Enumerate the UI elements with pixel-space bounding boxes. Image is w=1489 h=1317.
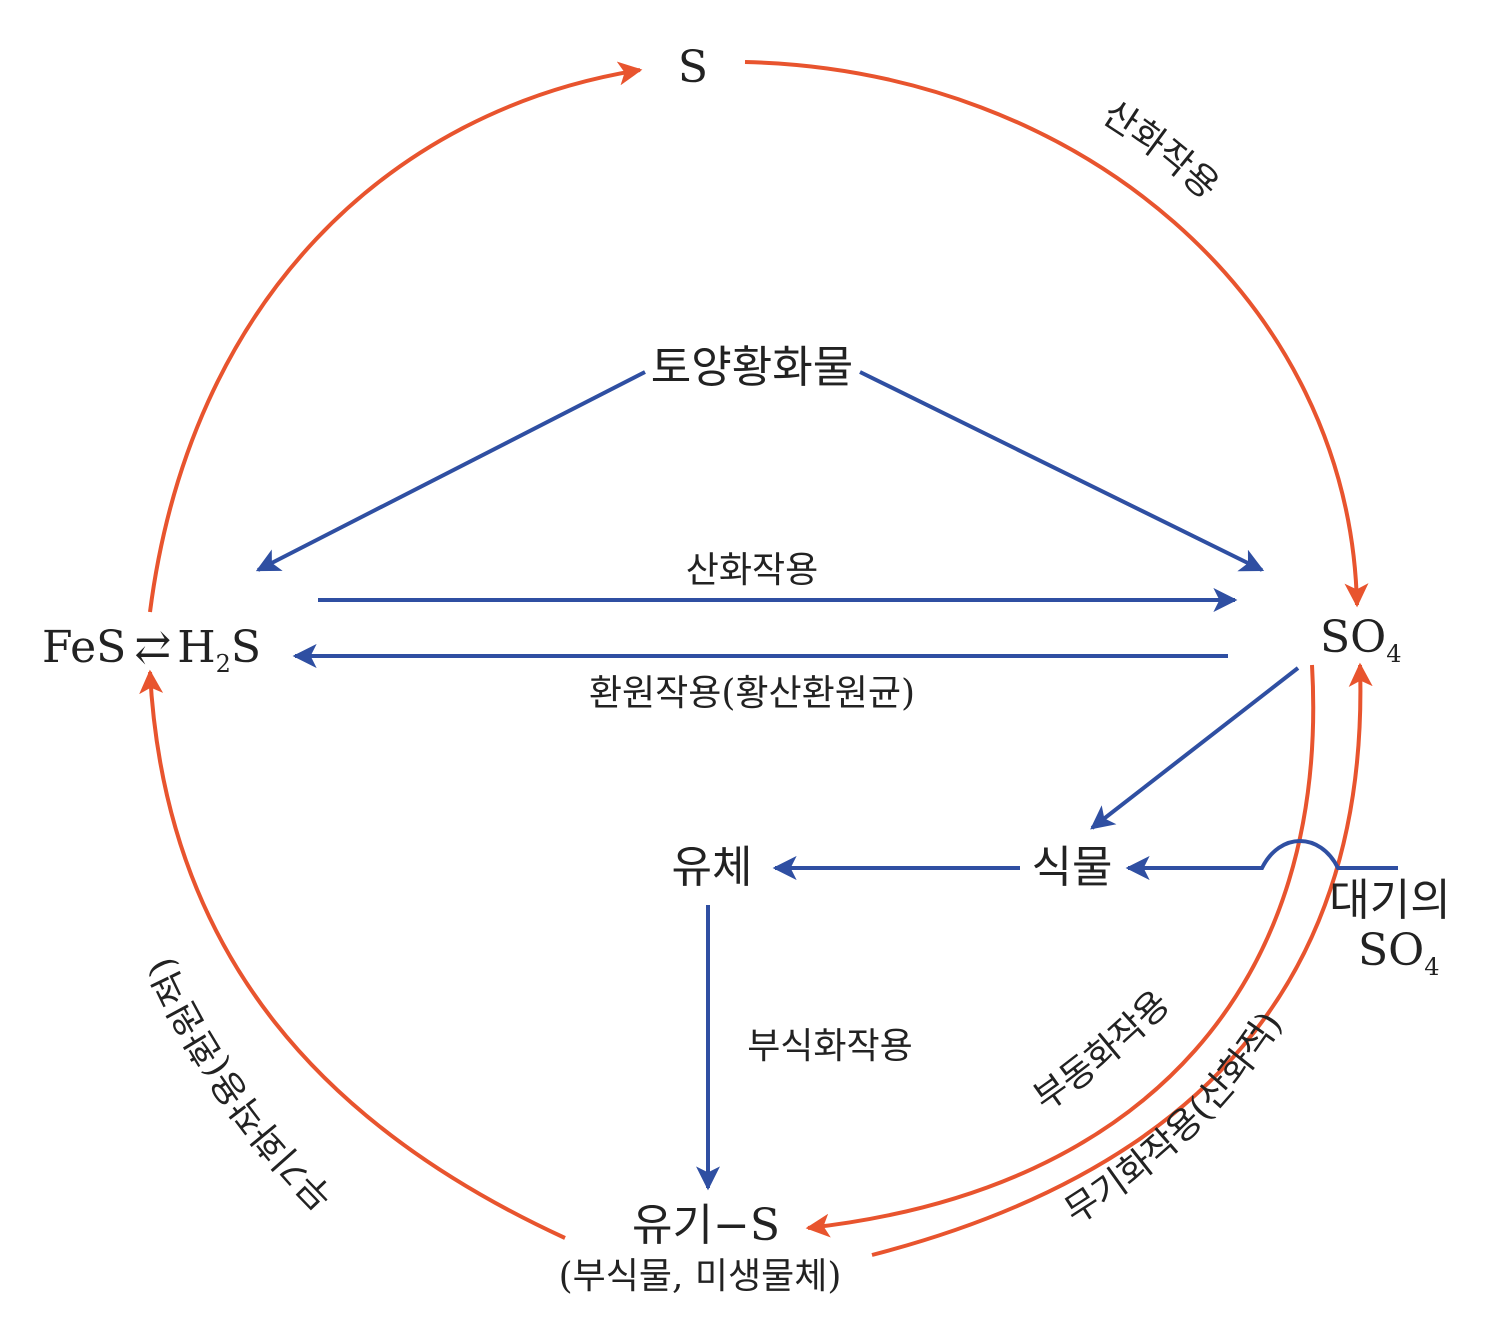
fes-label: FeS xyxy=(42,622,126,673)
node-organic-s-note: (부식물, 미생물체) xyxy=(559,1256,842,1297)
node-organic-s: 유기−S xyxy=(632,1200,780,1251)
label-oxidation-top: 산화작용 xyxy=(1095,93,1226,208)
arrow-organic-to-h2s xyxy=(139,669,566,1240)
arrow-organic-to-so4 xyxy=(871,662,1373,1257)
label-mineralization-reductive-path: 무기화작용(환원적) xyxy=(140,951,341,1217)
h2s-subscript: 2 xyxy=(216,650,231,678)
node-fes-h2s: FeS⇄H2S xyxy=(42,622,261,678)
node-animal: 유체 xyxy=(672,842,753,893)
label-oxidation-mid: 산화작용 xyxy=(686,550,818,591)
arrow-s-to-so4 xyxy=(744,60,1369,608)
node-soil-sulfide: 토양황화물 xyxy=(651,342,853,393)
node-so4: SO4 xyxy=(1320,612,1402,668)
label-reduction-mid: 환원작용(황산환원균) xyxy=(589,673,915,714)
label-humification: 부식화작용 xyxy=(747,1026,913,1067)
label-immobilization-path: 부동화작용 xyxy=(1027,983,1179,1119)
atm-so4-subscript: 4 xyxy=(1424,953,1439,981)
label-mineralization-reductive: 무기화작용(환원적) xyxy=(140,951,341,1217)
arrow-soil-to-h2s xyxy=(255,370,646,572)
arrow-atm-to-plant xyxy=(1125,839,1398,880)
arrow-h2s-to-s xyxy=(148,61,643,613)
label-oxidation-top-path: 산화작용 xyxy=(1095,93,1226,208)
node-s: S xyxy=(678,42,708,93)
node-atmospheric-so4: SO4 xyxy=(1358,925,1440,981)
arrow-soil-to-so4 xyxy=(859,370,1265,572)
arrow-so4-to-plant xyxy=(1090,666,1300,830)
label-immobilization: 부동화작용 xyxy=(1027,983,1179,1119)
node-plant: 식물 xyxy=(1032,842,1113,893)
arrow-so4-to-organic xyxy=(805,664,1316,1238)
equilibrium-symbol: ⇄ xyxy=(134,622,171,673)
node-atmospheric-label: 대기의 xyxy=(1329,875,1450,926)
h2s-tail: S xyxy=(231,622,261,673)
so4-subscript: 4 xyxy=(1386,640,1401,668)
h2s-label: H xyxy=(177,622,215,673)
